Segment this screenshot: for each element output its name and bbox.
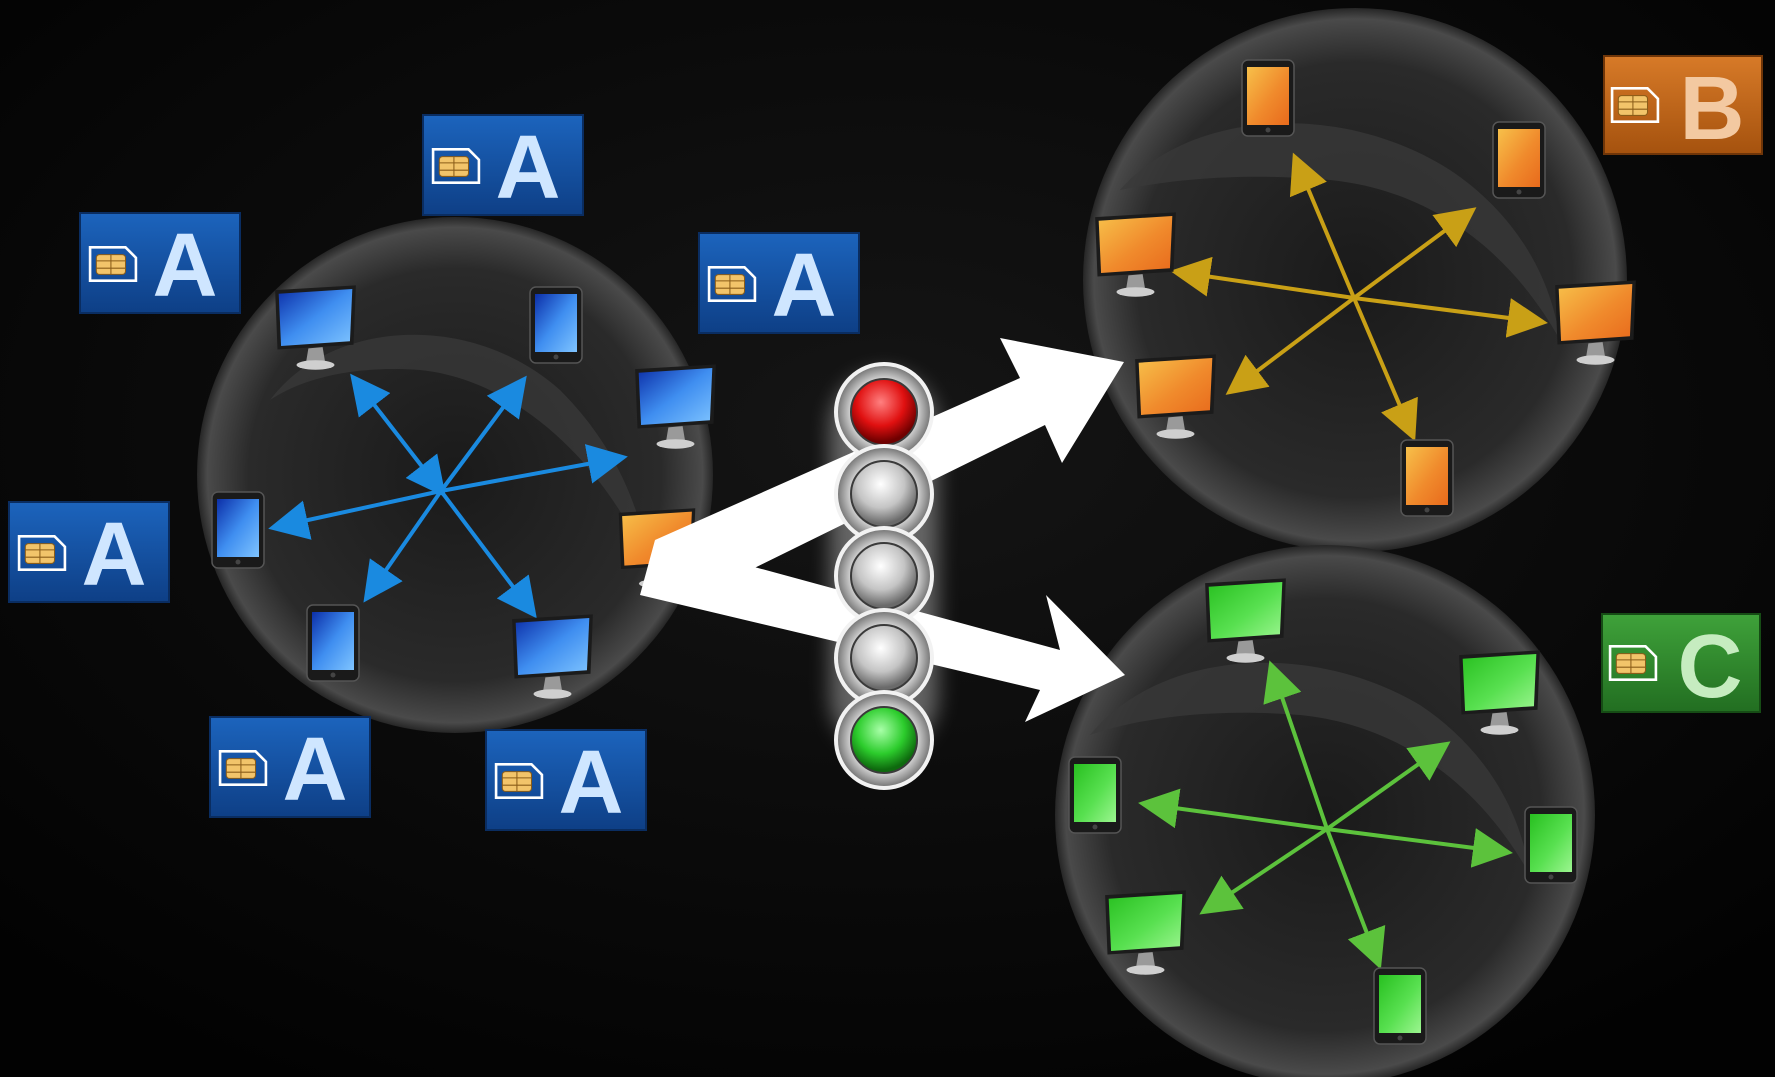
arrow-icon [1289, 152, 1356, 299]
sim-card-a1: A [422, 114, 584, 218]
lamp-off [850, 624, 918, 692]
sim-card-a6: A [485, 729, 647, 833]
sphere-b-highlight [1120, 123, 1560, 340]
card-letter: A [559, 733, 624, 833]
arrows-c [1138, 660, 1513, 970]
sphere-b [1083, 8, 1627, 552]
tablet-icon [1400, 439, 1454, 517]
arrow-icon [1353, 296, 1548, 338]
tablet-icon [1524, 806, 1578, 884]
lamp-green [850, 706, 918, 774]
sim-card-a3: A [698, 232, 860, 336]
card-letter: A [772, 236, 837, 336]
arrows-a [268, 373, 628, 619]
card-letter: B [1680, 59, 1745, 159]
network-group-c [1055, 545, 1595, 1077]
arrow-icon [1352, 297, 1418, 442]
arrow-icon [1225, 296, 1356, 395]
sphere-c-highlight [1090, 662, 1530, 875]
arrow-icon [1138, 788, 1328, 831]
tablet-icon [529, 286, 583, 364]
arrow-icon [1326, 827, 1513, 868]
arrow-icon [1170, 256, 1355, 300]
arrow-icon [268, 489, 442, 540]
arrow-icon [439, 375, 527, 493]
lamp-off [850, 460, 918, 528]
lamp-off [850, 542, 918, 610]
arrow-icon [1352, 207, 1477, 300]
tablet-icon [211, 491, 265, 569]
card-letter: A [153, 216, 218, 316]
traffic-light-icon [830, 362, 938, 790]
arrow-icon [363, 489, 443, 603]
sim-card-b: B [1603, 55, 1763, 159]
arrow-icon [350, 373, 446, 498]
card-letter: C [1678, 617, 1743, 717]
arrow-icon [440, 444, 628, 493]
sim-card-a5: A [209, 716, 371, 820]
sphere-a-highlight [270, 334, 650, 570]
sim-card-a4: A [8, 501, 170, 605]
card-letter: A [496, 118, 561, 218]
arrow-icon [439, 489, 537, 619]
tablet-icon [306, 604, 360, 682]
network-group-a [197, 217, 716, 733]
sim-card-c: C [1601, 613, 1761, 717]
arrow-icon [1199, 827, 1329, 915]
card-letter: A [283, 720, 348, 820]
arrow-icon [1325, 828, 1386, 970]
tablet-icon [1373, 967, 1427, 1045]
tablet-icon [1068, 756, 1122, 834]
sim-card-a2: A [79, 212, 241, 316]
sphere-c [1055, 545, 1595, 1077]
card-letter: A [82, 505, 147, 605]
tablet-icon [1241, 59, 1295, 137]
lamp-red [850, 378, 918, 446]
arrow-icon [1263, 660, 1329, 830]
tablet-icon [1492, 121, 1546, 199]
arrows-b [1170, 152, 1548, 442]
arrow-icon [1325, 741, 1451, 831]
network-group-b [1083, 8, 1636, 552]
